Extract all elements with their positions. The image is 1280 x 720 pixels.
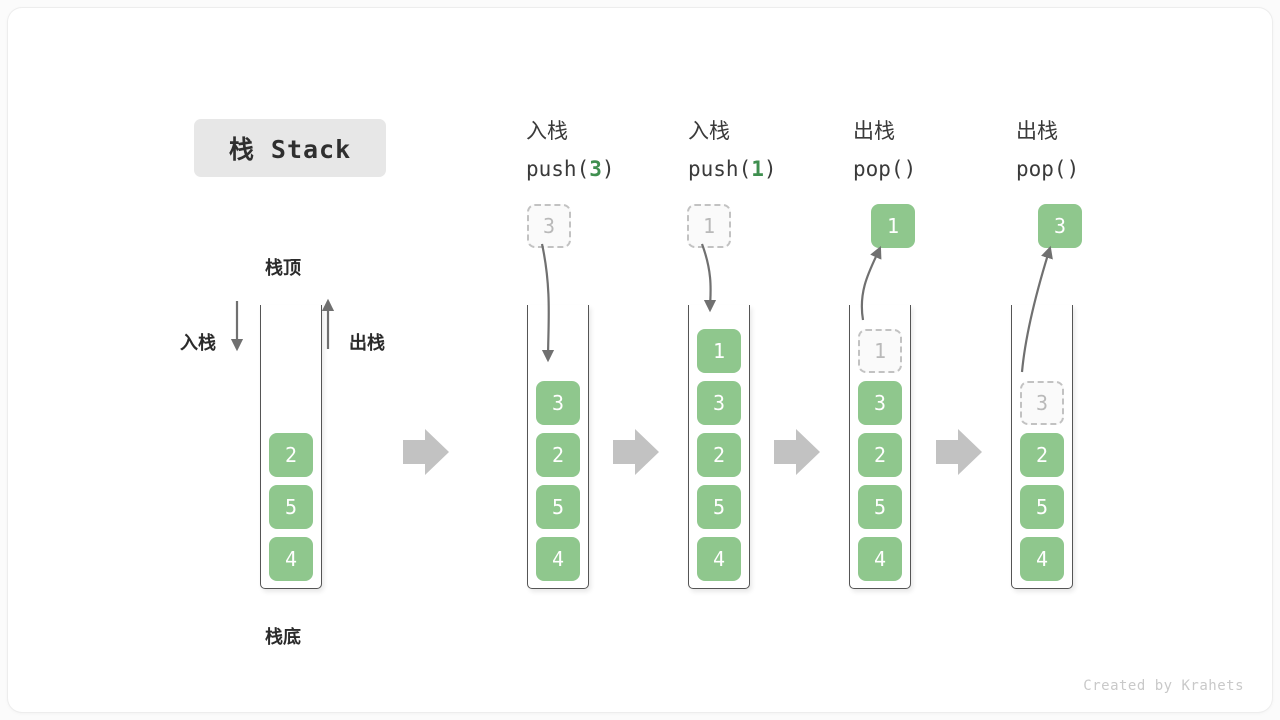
incoming-element-ghost: 1 [687,204,731,248]
operation-cn-label: 入栈 [688,119,730,143]
popped-element-ghost: 1 [858,329,902,373]
stack-cell: 4 [858,537,902,581]
stack-cell: 3 [697,381,741,425]
stack-cell: 2 [1020,433,1064,477]
stack-cell: 4 [697,537,741,581]
flow-arrow-icon [936,429,982,475]
outgoing-element: 1 [871,204,915,248]
stack-cell: 4 [269,537,313,581]
stack-cell: 3 [858,381,902,425]
flow-arrow-icon [403,429,449,475]
stack-top-label: 栈顶 [265,258,301,279]
stack-cell: 4 [1020,537,1064,581]
stack-cell: 1 [697,329,741,373]
stack-cell: 5 [858,485,902,529]
push-direction-label: 入栈 [180,333,216,354]
outgoing-element: 3 [1038,204,1082,248]
flow-arrow-icon [774,429,820,475]
stack-cell: 5 [269,485,313,529]
stack-cell: 2 [269,433,313,477]
popped-element-ghost: 3 [1020,381,1064,425]
stack-cell: 2 [536,433,580,477]
operation-label-pop-3: 出栈 pop() [1016,112,1079,188]
operation-cn-label: 入栈 [526,119,568,143]
operation-code-arg: 3 [589,157,602,181]
operation-code-suffix: ) [903,157,917,181]
incoming-element-ghost: 3 [527,204,571,248]
operation-code-suffix: ) [1066,157,1080,181]
flow-arrow-icon [613,429,659,475]
stack-cell: 3 [536,381,580,425]
arrow-overlay [230,243,1053,475]
stack-cell: 4 [536,537,580,581]
stack-cell: 2 [697,433,741,477]
stack-cell: 5 [536,485,580,529]
stack-cell: 5 [697,485,741,529]
stack-cell: 2 [858,433,902,477]
diagram-card: 栈 Stack 栈顶 栈底 入栈 出栈 2 5 4 入栈 push(3) 3 3… [8,8,1272,712]
operation-code-prefix: push( [688,157,752,181]
operation-code-prefix: push( [526,157,590,181]
operation-code-arg: 1 [751,157,764,181]
operation-label-pop-1: 出栈 pop() [853,112,916,188]
stack-bottom-label: 栈底 [265,627,301,648]
page-title: 栈 Stack [194,119,386,177]
operation-label-push-3: 入栈 push(3) [526,112,615,188]
credit-text: Created by Krahets [1083,678,1244,694]
push-1-arrow-icon [700,243,717,313]
operation-code-prefix: pop( [1016,157,1067,181]
pop-direction-label: 出栈 [349,333,385,354]
operation-code-prefix: pop( [853,157,904,181]
operation-code-suffix: ) [763,157,777,181]
stack-cell: 5 [1020,485,1064,529]
operation-code-suffix: ) [601,157,615,181]
operation-cn-label: 出栈 [1016,119,1058,143]
operation-label-push-1: 入栈 push(1) [688,112,777,188]
operation-cn-label: 出栈 [853,119,895,143]
